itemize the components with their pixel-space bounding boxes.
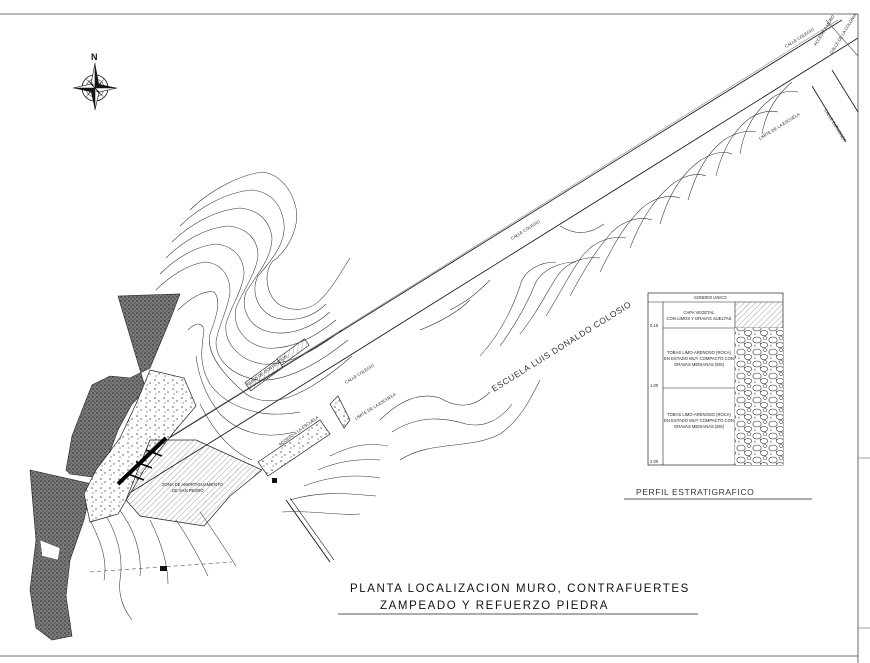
plan-title-line-2: ZAMPEADO Y REFUERZO PIEDRA bbox=[380, 600, 609, 612]
stone-platform bbox=[83, 369, 197, 523]
drain-line-2 bbox=[289, 497, 335, 561]
profile-caption: PERFIL ESTRATIGRAFICO bbox=[636, 487, 754, 497]
road-side-street-1 bbox=[811, 85, 847, 143]
street-label-acceso: ACCESO A MURO bbox=[813, 13, 836, 46]
street-label-colegio-1: CALLE COLEGIO bbox=[784, 26, 816, 48]
profile-layer-2-line-1: TOBAS LIMO-ARENOSO (ROCA) bbox=[667, 350, 732, 355]
street-label-colegio-3: CALLE COLEGIO bbox=[344, 362, 376, 384]
drain-line bbox=[285, 499, 331, 563]
road-side-street-2 bbox=[831, 69, 859, 113]
site-label-muro: MURO DE CONTENCION bbox=[246, 354, 289, 387]
marker-square-2 bbox=[272, 478, 277, 483]
profile-layer-2-line-2: EN ESTADO MUY COMPACTO CON bbox=[664, 356, 734, 361]
hatched-zone bbox=[125, 439, 263, 527]
school-block-small-2 bbox=[276, 338, 310, 366]
profile-layer-3-line-2: EN ESTADO MUY COMPACTO CON bbox=[664, 418, 734, 423]
stratigraphic-profile: SONDEO UNICO 0.15 1.00 2.00 CAPA VEGETAL… bbox=[647, 292, 784, 466]
contour-lines bbox=[89, 81, 799, 621]
profile-depth-3: 2.00 bbox=[650, 459, 659, 464]
profile-layer-tobas-2 bbox=[735, 388, 783, 465]
road-edge-upper-2 bbox=[119, 19, 839, 469]
access-strip bbox=[257, 419, 331, 477]
terrain-white-gap bbox=[39, 539, 61, 561]
profile-layer-vegetal bbox=[735, 302, 783, 328]
school-label: ESCUELA LUIS DONALDO COLOSIO bbox=[490, 299, 633, 394]
profile-depth-2: 1.00 bbox=[650, 383, 659, 388]
terrain-dark-lower bbox=[29, 469, 93, 641]
road-side-street-3 bbox=[825, 19, 859, 57]
retaining-wall-2 bbox=[127, 449, 163, 481]
north-arrow-icon bbox=[72, 62, 118, 111]
profile-layer-2-line-3: GRAVAS MEDIANAS (MS) bbox=[674, 362, 725, 367]
marker-square bbox=[160, 566, 167, 571]
profile-header: SONDEO UNICO bbox=[694, 295, 728, 300]
profile-layer-1-line-2: CON LIMOS Y GRAVAS SUELTAS bbox=[667, 316, 732, 321]
street-label-limite-1: LIMITE DE LA ESCUELA bbox=[758, 111, 801, 140]
terrain-dark-upper bbox=[65, 293, 181, 479]
street-label-zaragoza: CALLE ZARAGOZA bbox=[823, 108, 847, 143]
profile-layer-3-line-3: GRAVAS MEDIANAS (MS) bbox=[674, 424, 725, 429]
profile-layer-3-line-1: TOBAS LIMO-ARENOSO (ROCA) bbox=[667, 412, 732, 417]
access-strip-2 bbox=[329, 395, 351, 429]
retaining-wall bbox=[116, 436, 168, 486]
site-label-zona-a: ZONA DE AMORTIGUAMIENTO bbox=[162, 482, 224, 487]
profile-layer-1-line-1: CAPA VEGETAL bbox=[683, 310, 715, 315]
site-label-zona-b: DE SAN PEDRO bbox=[172, 488, 204, 493]
north-label: N bbox=[91, 52, 98, 62]
profile-depth-1: 0.15 bbox=[650, 323, 659, 328]
road-edge-upper bbox=[91, 19, 843, 487]
profile-layer-tobas-1 bbox=[735, 328, 783, 388]
street-label-limite-2: LIMITE DE LA ESCUELA bbox=[354, 391, 397, 420]
plan-title-line-1: PLANTA LOCALIZACION MURO, CONTRAFUERTES bbox=[350, 583, 690, 595]
